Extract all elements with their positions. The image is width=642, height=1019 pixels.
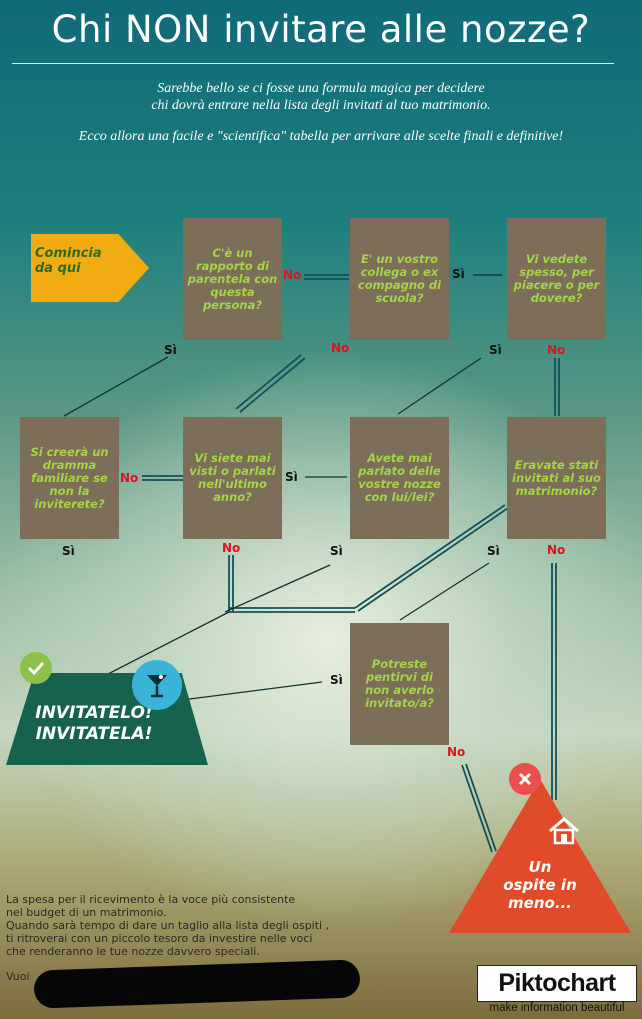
answer-no-q3: No (547, 343, 566, 357)
invite-line-2: INVITATELA! (35, 724, 153, 744)
piktochart-logo: Piktochart (477, 965, 637, 1002)
intro-line-2: chi dovrà entrare nella lista degli invi… (151, 98, 491, 113)
answer-no-q4: No (120, 471, 139, 485)
footer-line-3: Quando sarà tempo di dare un taglio alla… (6, 919, 330, 932)
answer-yes-q7: Sì (487, 544, 500, 558)
question-box-q2: E' un vostro collega o ex compagno di sc… (350, 218, 449, 340)
answer-yes-q6: Sì (330, 544, 343, 558)
house-icon (547, 816, 581, 846)
connector-q8-invite (181, 681, 323, 701)
invite-text: INVITATELO! INVITATELA! (6, 703, 182, 745)
answer-yes-q2: Sì (452, 267, 465, 281)
intro-line-3: Ecco allora una facile e "scientifica" t… (78, 129, 564, 144)
answer-no-q8: No (447, 745, 466, 759)
connector-merge-invite (107, 611, 230, 675)
question-box-q5: Vi siete mai visti o parlati nell'ultimo… (183, 417, 282, 539)
answer-no-q5: No (222, 541, 241, 555)
connector-q7-merge (354, 504, 506, 609)
answer-yes-q1: Sì (164, 343, 177, 357)
skip-line-1: Un (528, 858, 552, 876)
question-q4-text: Si creerà un dramma familiare se non la … (30, 444, 109, 511)
title-divider (12, 63, 614, 64)
cross-icon (509, 763, 541, 795)
connector-q7-q8 (399, 562, 490, 621)
question-q7-text: Eravate stati invitati al suo matrimonio… (512, 457, 601, 498)
skip-line-3: meno... (508, 894, 572, 912)
question-q6-text: Avete mai parlato delle vostre nozze con… (358, 451, 441, 504)
question-box-q7: Eravate stati invitati al suo matrimonio… (507, 417, 606, 539)
connector-q1-q4 (63, 356, 169, 417)
answer-yes-q8: Sì (330, 673, 343, 687)
footer-text: La spesa per il ricevimento è la voce pi… (6, 893, 386, 983)
skip-line-2: ospite in (503, 876, 577, 894)
page-title: Chi NON invitare alle nozze? (51, 8, 591, 51)
question-box-q6: Avete mai parlato delle vostre nozze con… (350, 417, 449, 539)
start-label: Comincia da qui (35, 246, 102, 276)
question-box-q1: C'è un rapporto di parentela con questa … (183, 218, 282, 340)
footer-line-6: Vuoi (6, 970, 30, 983)
answer-yes-q3: Sì (489, 343, 502, 357)
question-box-q3: Vi vedete spesso, per piacere o per dove… (507, 218, 606, 340)
intro-line-1: Sarebbe bello se ci fosse una formula ma… (157, 81, 485, 96)
footer-line-5: che renderanno le tue nozze davvero spec… (6, 945, 260, 958)
answer-yes-q4: Sì (62, 544, 75, 558)
connector-q8-skip (461, 764, 493, 853)
footer-line-1: La spesa per il ricevimento è la voce pi… (6, 893, 296, 906)
footer-line-4: ti ritroverai con un piccolo tesoro da i… (6, 932, 313, 945)
skip-text: Un ospite in meno... (472, 858, 608, 912)
connector-q3-q6 (397, 357, 482, 415)
answer-yes-q5: Sì (285, 470, 298, 484)
question-q5-text: Vi siete mai visti o parlati nell'ultimo… (189, 451, 276, 504)
answer-no-q2: No (331, 341, 350, 355)
connector-q2-q5 (235, 354, 302, 410)
connector-q6-merge (224, 564, 331, 613)
piktochart-logo-text: Piktochart (498, 969, 616, 997)
piktochart-tagline: make information beautiful (489, 1002, 625, 1014)
answer-no-q1: No (283, 268, 302, 282)
question-q8-text: Potreste pentirvi di non averlo invitato… (365, 657, 434, 710)
invite-line-1: INVITATELO! (35, 703, 153, 723)
question-q2-text: E' un vostro collega o ex compagno di sc… (357, 252, 442, 305)
question-q3-text: Vi vedete spesso, per piacere o per dove… (513, 252, 600, 305)
footer-line-2: nel budget di un matrimonio. (6, 906, 167, 919)
question-box-q8: Potreste pentirvi di non averlo invitato… (350, 623, 449, 745)
answer-no-q7: No (547, 543, 566, 557)
question-box-q4: Si creerà un dramma familiare se non la … (20, 417, 119, 539)
question-q1-text: C'è un rapporto di parentela con questa … (187, 245, 278, 312)
check-icon (20, 652, 52, 684)
cocktail-icon (132, 660, 182, 710)
